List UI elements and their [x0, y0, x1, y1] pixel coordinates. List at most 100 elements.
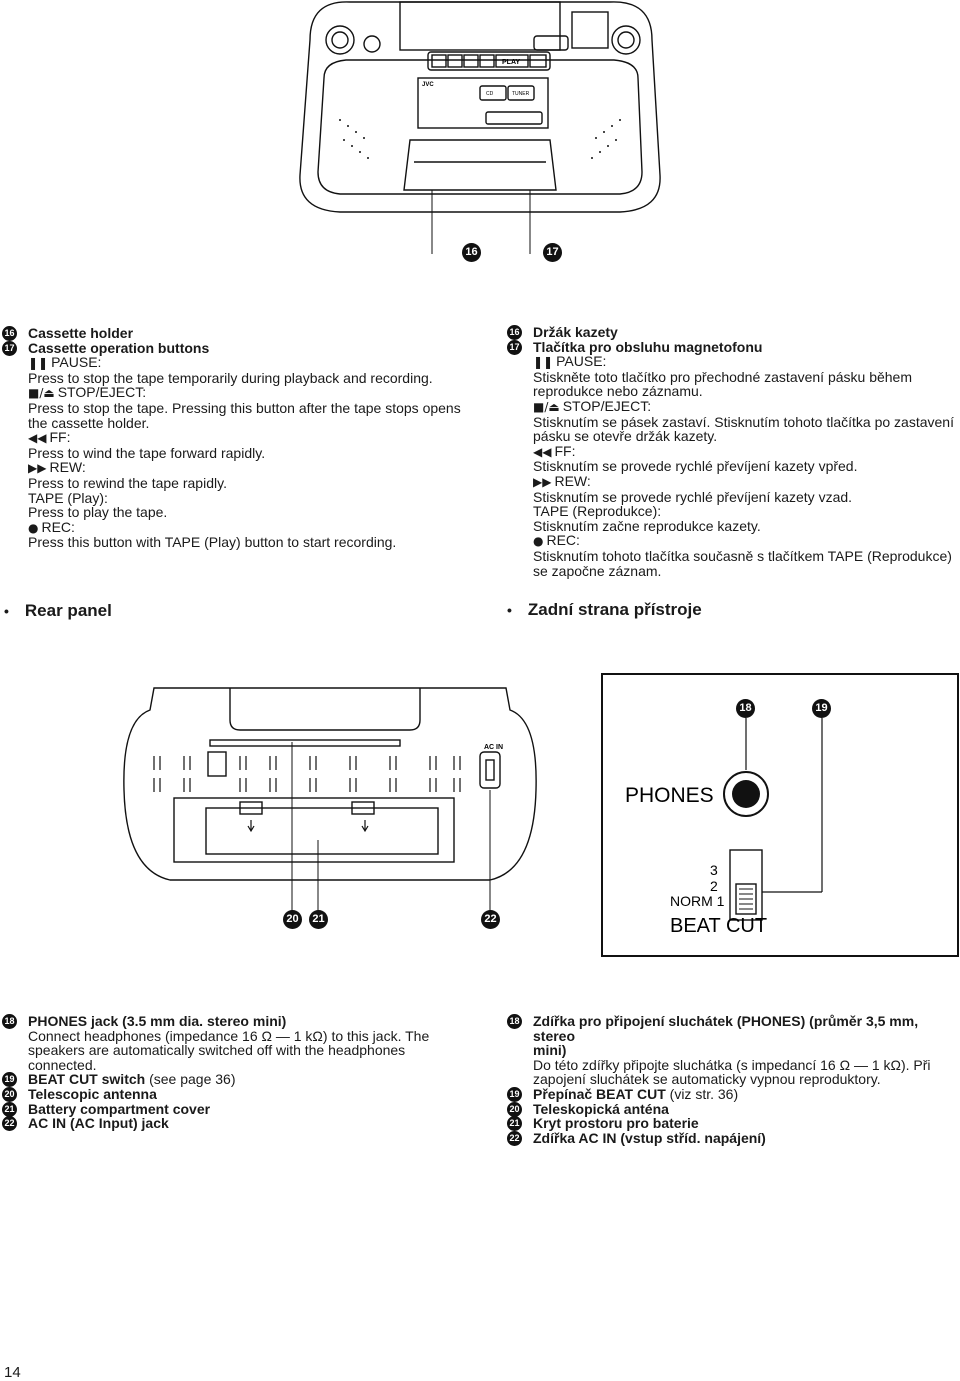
page-number: 14 [4, 1364, 21, 1381]
beat-cut-pos-2: 2 [710, 878, 718, 894]
item-19-title: BEAT CUT switch [28, 1071, 146, 1088]
callout-20: 20 [283, 910, 302, 929]
num-19-cz: 19 [507, 1086, 522, 1102]
item-22-title: AC IN (AC Input) jack [28, 1115, 169, 1132]
num-17-cz: 17 [507, 339, 522, 355]
detail-illustration: PHONES 3 2 NORM 1 BEAT CUT [601, 673, 959, 957]
callout-16: 16 [462, 243, 481, 262]
pause-text: Press to stop the tape temporarily durin… [28, 369, 433, 386]
rec-text-cz-1: Stisknutím tohoto tlačítka současně s tl… [533, 547, 952, 564]
rew-label: REW: [49, 459, 86, 476]
rewind-icon: ▶▶ [28, 461, 47, 476]
pause-label-cz: PAUSE: [556, 353, 607, 370]
num-21: 21 [2, 1101, 17, 1117]
stop-text-1: Press to stop the tape. Pressing this bu… [28, 399, 461, 416]
ff-label-cz: FF: [554, 442, 576, 459]
rew-text: Press to rewind the tape rapidly. [28, 474, 227, 491]
ac-in-label: AC IN [484, 744, 503, 751]
item-18-text-1: Connect headphones (impedance 16 Ω — 1 k… [28, 1027, 430, 1044]
pause-label: PAUSE: [51, 354, 102, 371]
item-21-title-cz: Kryt prostoru pro baterie [533, 1115, 699, 1132]
stop-eject-icon: ■/⏏ [533, 399, 560, 414]
item-18-text-cz-1: Do této zdířky připojte sluchátka (s imp… [533, 1056, 931, 1073]
beat-cut-norm-1: NORM 1 [670, 893, 725, 909]
ff-label: FF: [49, 429, 71, 446]
heading-rear-panel-en: •Rear panel [4, 601, 112, 620]
num-20: 20 [2, 1086, 17, 1102]
stop-label-cz: STOP/EJECT: [562, 397, 652, 414]
record-icon: ● [28, 520, 39, 535]
num-16: 16 [2, 326, 17, 341]
play-label-cz: TAPE (Reprodukce): [533, 503, 662, 520]
item-19-title-cz: Přepínač BEAT CUT [533, 1085, 666, 1102]
rew-label-cz: REW: [554, 472, 591, 489]
play-text: Press to play the tape. [28, 504, 168, 521]
num-18-cz: 18 [507, 1014, 522, 1029]
heading-text-en: Rear panel [24, 601, 112, 620]
phones-jack-icon [732, 780, 760, 808]
rec-label-cz: REC: [546, 532, 580, 549]
pause-text-cz-2: reprodukce nebo záznamu. [533, 383, 703, 400]
play-label-en: TAPE (Play): [28, 489, 108, 506]
pause-text-cz-1: Stiskněte toto tlačítko pro přechodné za… [533, 368, 913, 385]
rear-panel-illustration: AC IN [123, 687, 537, 916]
rew-text-cz: Stisknutím se provede rychlé převíjení k… [533, 488, 853, 505]
callout-19: 19 [812, 699, 831, 718]
play-text-cz: Stisknutím začne reprodukce kazety. [533, 517, 761, 534]
fast-forward-icon: ◀◀ [533, 444, 552, 459]
stop-label: STOP/EJECT: [57, 384, 147, 401]
stop-text-cz-1: Stisknutím se pásek zastaví. Stisknutím … [533, 413, 954, 430]
item-18-text-2: speakers are automatically switched off … [28, 1042, 406, 1059]
record-icon: ● [533, 534, 544, 549]
rec-text: Press this button with TAPE (Play) butto… [28, 534, 397, 551]
callout-21: 21 [309, 910, 328, 929]
stop-eject-icon: ■/⏏ [28, 386, 55, 401]
ff-text-cz: Stisknutím se provede rychlé převíjení k… [533, 458, 858, 475]
heading-rear-panel-cz: •Zadní strana přístroje [507, 600, 702, 619]
cd-label: CD [486, 91, 494, 97]
brand-label: JVC [422, 82, 434, 88]
beat-cut-label: BEAT CUT [670, 915, 767, 937]
num-16-cz: 16 [507, 325, 522, 340]
front-panel-illustration: PLAY CD TUNER JVC [299, 1, 661, 254]
callout-17: 17 [543, 243, 562, 262]
callout-18: 18 [736, 699, 755, 718]
item-17-title-cz: Tlačítka pro obsluhu magnetofonu [533, 338, 763, 355]
rec-label: REC: [41, 518, 75, 535]
stop-text-2: the cassette holder. [28, 414, 150, 431]
heading-text-cz: Zadní strana přístroje [527, 600, 702, 619]
item-21-title: Battery compartment cover [28, 1100, 211, 1117]
item-18-title: PHONES jack (3.5 mm dia. stereo mini) [28, 1013, 287, 1029]
tuner-label: TUNER [512, 91, 530, 97]
num-22-cz: 22 [507, 1130, 522, 1146]
item-18-text-cz-2: zapojení sluchátek se automaticky vypnou… [533, 1071, 881, 1088]
item-22-title-cz: Zdířka AC IN (vstup stříd. napájení) [533, 1129, 766, 1146]
num-21-cz: 21 [507, 1116, 522, 1132]
stop-text-cz-2: pásku se otevře držák kazety. [533, 428, 718, 445]
item-16-title-cz: Držák kazety [533, 324, 618, 340]
fast-forward-icon: ◀◀ [28, 431, 47, 446]
item-17-title: Cassette operation buttons [28, 339, 210, 356]
item-19-suffix-cz: (viz str. 36) [665, 1085, 739, 1102]
num-18: 18 [2, 1014, 17, 1029]
item-20-title: Telescopic antenna [28, 1085, 157, 1102]
cassette-section-cz: 16 Držák kazety 17 Tlačítka pro obsluhu ma… [507, 325, 960, 578]
play-label: PLAY [502, 59, 520, 66]
num-19: 19 [2, 1072, 17, 1088]
item-18-title-cz-2: mini) [533, 1042, 567, 1059]
beat-cut-pos-3: 3 [710, 862, 718, 878]
item-18-text-3: connected. [28, 1056, 97, 1073]
pause-icon: ❚❚ [28, 356, 49, 371]
ff-text: Press to wind the tape forward rapidly. [28, 444, 266, 461]
num-22: 22 [2, 1116, 17, 1132]
rewind-icon: ▶▶ [533, 474, 552, 489]
rec-text-cz-2: se započne záznam. [533, 562, 662, 579]
pause-icon: ❚❚ [533, 355, 554, 370]
num-17: 17 [2, 340, 17, 356]
num-20-cz: 20 [507, 1101, 522, 1117]
callout-22: 22 [481, 910, 500, 929]
item-20-title-cz: Teleskopická anténa [533, 1100, 669, 1117]
